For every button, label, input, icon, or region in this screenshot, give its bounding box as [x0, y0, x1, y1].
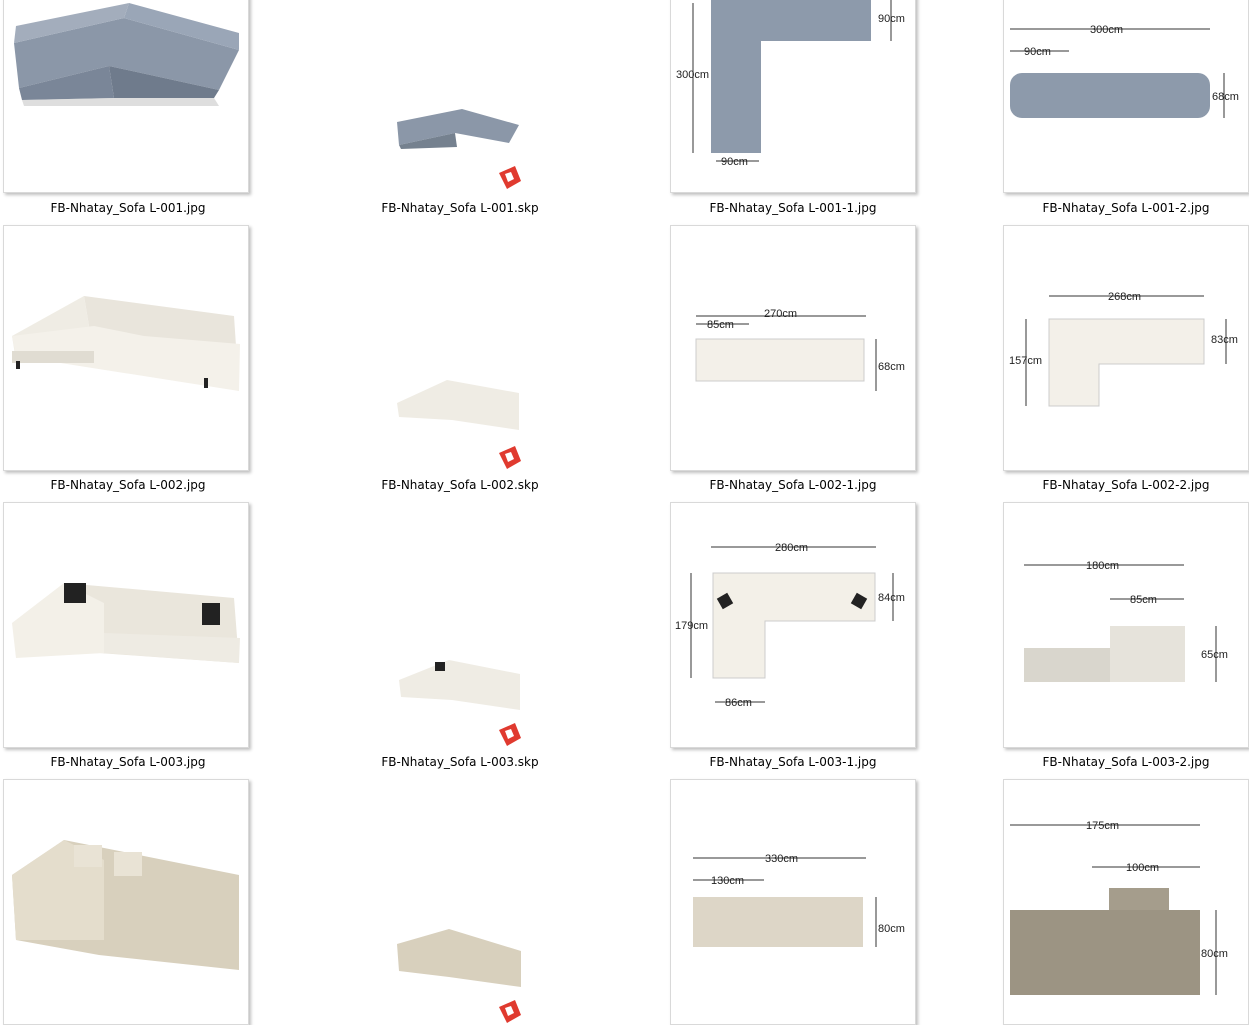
dim-height: 300cm — [676, 69, 709, 81]
dim-seat: 130cm — [711, 875, 744, 887]
thumbnail-l001-2-jpg[interactable]: 300cm 90cm 68cm — [1003, 0, 1249, 193]
sofa-cream-plan-dim-image: 280cm 84cm 179cm 86cm — [675, 542, 905, 709]
thumbnail-l004-skp[interactable] — [337, 779, 581, 1023]
sofa-beige-small-image — [397, 929, 521, 1023]
sofa-cream-top-plan-image: 268cm 83cm 157cm — [1009, 291, 1238, 407]
sofa-cream-front-dim-image: 270cm 85cm 68cm — [695, 308, 905, 391]
dim-depth: 83cm — [1211, 334, 1238, 346]
dim-seat: 100cm — [1126, 862, 1159, 874]
sofa-cream-perspective-image — [12, 296, 240, 391]
dim-seat: 85cm — [707, 319, 734, 331]
sketchup-file-icon — [499, 723, 521, 746]
thumbnail-l001-skp[interactable] — [337, 0, 581, 191]
dim-width: 86cm — [725, 697, 752, 709]
dim-height: 80cm — [878, 923, 905, 935]
sketchup-file-icon — [499, 446, 521, 469]
dim-length: 180cm — [1086, 560, 1119, 572]
dim-height: 68cm — [878, 361, 905, 373]
file-label: FB-Nhatay_Sofa L-003-1.jpg — [709, 755, 877, 769]
sofa-cream-pillows-perspective-image — [12, 583, 240, 663]
file-label: FB-Nhatay_Sofa L-001-2.jpg — [1042, 201, 1210, 215]
thumbnail-l002-skp[interactable] — [337, 225, 581, 469]
file-label: FB-Nhatay_Sofa L-001.jpg — [50, 201, 206, 215]
thumbnail-l002-1-jpg[interactable]: 270cm 85cm 68cm — [670, 225, 916, 471]
dim-height: 80cm — [1201, 948, 1228, 960]
dim-length: 268cm — [1108, 291, 1141, 303]
file-label: FB-Nhatay_Sofa L-001.skp — [381, 201, 539, 215]
sketchup-file-icon — [499, 166, 521, 189]
thumbnail-l004-1-jpg[interactable]: 330cm 130cm 80cm — [670, 779, 916, 1025]
dim-length: 270cm — [764, 308, 797, 320]
dim-chaise: 157cm — [1009, 355, 1042, 367]
thumbnail-l003-skp[interactable] — [337, 502, 581, 746]
thumbnail-l004-jpg[interactable] — [3, 779, 249, 1025]
file-label: FB-Nhatay_Sofa L-001-1.jpg — [709, 201, 877, 215]
file-label: FB-Nhatay_Sofa L-002.skp — [381, 478, 539, 492]
sofa-cream-small-image — [397, 380, 521, 469]
sofa-gray-perspective-image — [14, 3, 239, 106]
sofa-gray-top-plan-image: 300cm 90cm 90cm — [676, 0, 905, 168]
thumbnail-l001-jpg[interactable] — [3, 0, 249, 193]
file-label: FB-Nhatay_Sofa L-002-1.jpg — [709, 478, 877, 492]
thumbnail-l001-1-jpg[interactable]: 300cm 90cm 90cm — [670, 0, 916, 193]
dim-chaise: 179cm — [675, 620, 708, 632]
file-label: FB-Nhatay_Sofa L-003-2.jpg — [1042, 755, 1210, 769]
thumbnail-l004-2-jpg[interactable]: 175cm 100cm 80cm — [1003, 779, 1249, 1025]
dim-height: 68cm — [1212, 91, 1239, 103]
sketchup-file-icon — [499, 1000, 521, 1023]
dim-seat: 90cm — [1024, 46, 1051, 58]
file-label: FB-Nhatay_Sofa L-002.jpg — [50, 478, 206, 492]
thumbnail-l003-1-jpg[interactable]: 280cm 84cm 179cm 86cm — [670, 502, 916, 748]
sofa-taupe-side-dim-image: 175cm 100cm 80cm — [1010, 820, 1228, 995]
sofa-gray-front-dim-image: 300cm 90cm 68cm — [1010, 24, 1239, 118]
dim-length: 330cm — [765, 853, 798, 865]
dim-length: 280cm — [775, 542, 808, 554]
file-label: FB-Nhatay_Sofa L-003.skp — [381, 755, 539, 769]
sofa-cream-side-dim-image: 180cm 85cm 65cm — [1024, 560, 1228, 682]
dim-depth: 84cm — [878, 592, 905, 604]
sofa-cream-pillows-small-image — [399, 660, 521, 746]
thumbnail-l002-2-jpg[interactable]: 268cm 83cm 157cm — [1003, 225, 1249, 471]
dim-depth: 90cm — [878, 13, 905, 25]
dim-seat: 85cm — [1130, 594, 1157, 606]
file-label: FB-Nhatay_Sofa L-003.jpg — [50, 755, 206, 769]
thumbnail-l003-jpg[interactable] — [3, 502, 249, 748]
dim-length: 300cm — [1090, 24, 1123, 36]
dim-width: 90cm — [721, 156, 748, 168]
dim-height: 65cm — [1201, 649, 1228, 661]
sofa-gray-small-image — [397, 109, 521, 189]
sofa-beige-perspective-image — [12, 840, 239, 970]
dim-length: 175cm — [1086, 820, 1119, 832]
file-label: FB-Nhatay_Sofa L-002-2.jpg — [1042, 478, 1210, 492]
thumbnail-l002-jpg[interactable] — [3, 225, 249, 471]
thumbnail-l003-2-jpg[interactable]: 180cm 85cm 65cm — [1003, 502, 1249, 748]
sofa-beige-front-dim-image: 330cm 130cm 80cm — [693, 853, 905, 947]
